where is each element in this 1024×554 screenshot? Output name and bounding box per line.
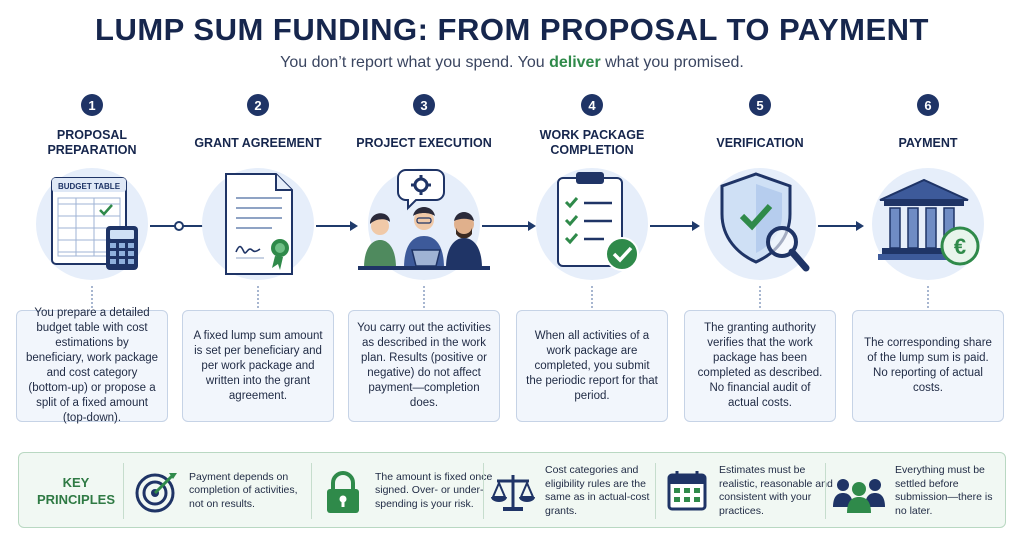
connector-4-5: [650, 225, 694, 227]
calendar-icon: [663, 467, 711, 515]
dotted-connector: [759, 286, 761, 308]
divider: [311, 463, 312, 519]
signed-document-icon: [198, 164, 318, 284]
budget-table-label: BUDGET TABLE: [58, 182, 121, 191]
connector-dot: [174, 221, 184, 231]
page-title: LUMP SUM FUNDING: FROM PROPOSAL TO PAYME…: [95, 12, 929, 47]
subtitle-after: what you promised.: [600, 54, 744, 71]
step-description: The granting authority verifies that the…: [684, 310, 836, 422]
step-title: PAYMENT: [898, 135, 958, 150]
page-subtitle: You don’t report what you spend. You del…: [0, 54, 1024, 72]
step-title: PROJECT EXECUTION: [356, 135, 492, 150]
step-description: You carry out the activities as describe…: [348, 310, 500, 422]
key-principles-title: KEY PRINCIPLES: [36, 475, 115, 507]
divider: [123, 463, 124, 519]
step-title: WORK PACKAGE COMPLETION: [539, 128, 645, 157]
arrow-head-6: [856, 221, 864, 231]
connector-5-6: [818, 225, 858, 227]
arrow-head-4: [528, 221, 536, 231]
arrow-head-5: [692, 221, 700, 231]
scales-icon: [489, 467, 537, 515]
shield-magnifier-icon: [700, 164, 820, 284]
step-number: 1: [81, 94, 103, 116]
connector-3-4: [482, 225, 530, 227]
checklist-icon: [532, 164, 652, 284]
step-number: 4: [581, 94, 603, 116]
svg-text:€: €: [954, 234, 966, 259]
target-icon: [133, 467, 181, 515]
divider: [483, 463, 484, 519]
principle-text: Everything must be settled before submis…: [895, 464, 993, 517]
subtitle-highlight: deliver: [549, 54, 601, 71]
step-description: You prepare a detailed budget table with…: [16, 307, 168, 424]
dotted-connector: [927, 286, 929, 308]
step-description: A fixed lump sum amount is set per benef…: [182, 310, 334, 422]
step-5: 5 VERIFICATION The granting authority ve…: [680, 94, 840, 422]
step-number: 5: [749, 94, 771, 116]
people-icon: [831, 467, 887, 515]
dotted-connector: [423, 286, 425, 308]
principle-text: Payment depends on completion of activit…: [189, 470, 298, 510]
step-description: When all activities of a work package ar…: [516, 310, 668, 422]
dotted-connector: [257, 286, 259, 308]
step-title: PROPOSAL PREPARATION: [47, 128, 137, 157]
step-title: VERIFICATION: [716, 135, 804, 150]
divider: [655, 463, 656, 519]
step-4: 4 WORK PACKAGE COMPLETION When all activ…: [512, 94, 672, 422]
step-3: 3 PROJECT EXECUTION You carry out t: [344, 94, 504, 422]
team-working-icon: [352, 164, 496, 284]
step-number: 2: [247, 94, 269, 116]
step-1: 1 PROPOSAL PREPARATION BUDGET TABLE: [12, 94, 172, 424]
key-principles-panel: KEY PRINCIPLES Payment depends on comple…: [18, 452, 1006, 528]
step-number: 3: [413, 94, 435, 116]
principle-text: Estimates must be realistic, reasonable …: [719, 464, 833, 517]
principle-text: Cost categories and eligibility rules ar…: [545, 464, 650, 517]
step-number: 6: [917, 94, 939, 116]
step-2: 2 GRANT AGREEMENT A fixed lump sum amoun…: [178, 94, 338, 422]
principle-text: The amount is fixed once signed. Over- o…: [375, 470, 493, 510]
subtitle-before: You don’t report what you spend. You: [280, 54, 550, 71]
dotted-connector: [91, 286, 93, 308]
budget-table-calculator-icon: BUDGET TABLE: [32, 164, 152, 284]
dotted-connector: [591, 286, 593, 308]
padlock-icon: [319, 467, 367, 515]
connector-2-3: [316, 225, 352, 227]
divider: [825, 463, 826, 519]
arrow-head-3: [350, 221, 358, 231]
bank-euro-icon: €: [868, 164, 988, 284]
step-title: GRANT AGREEMENT: [194, 135, 322, 150]
step-6: 6 PAYMENT € The corresponding share of t…: [848, 94, 1008, 422]
step-description: The corresponding share of the lump sum …: [852, 310, 1004, 422]
